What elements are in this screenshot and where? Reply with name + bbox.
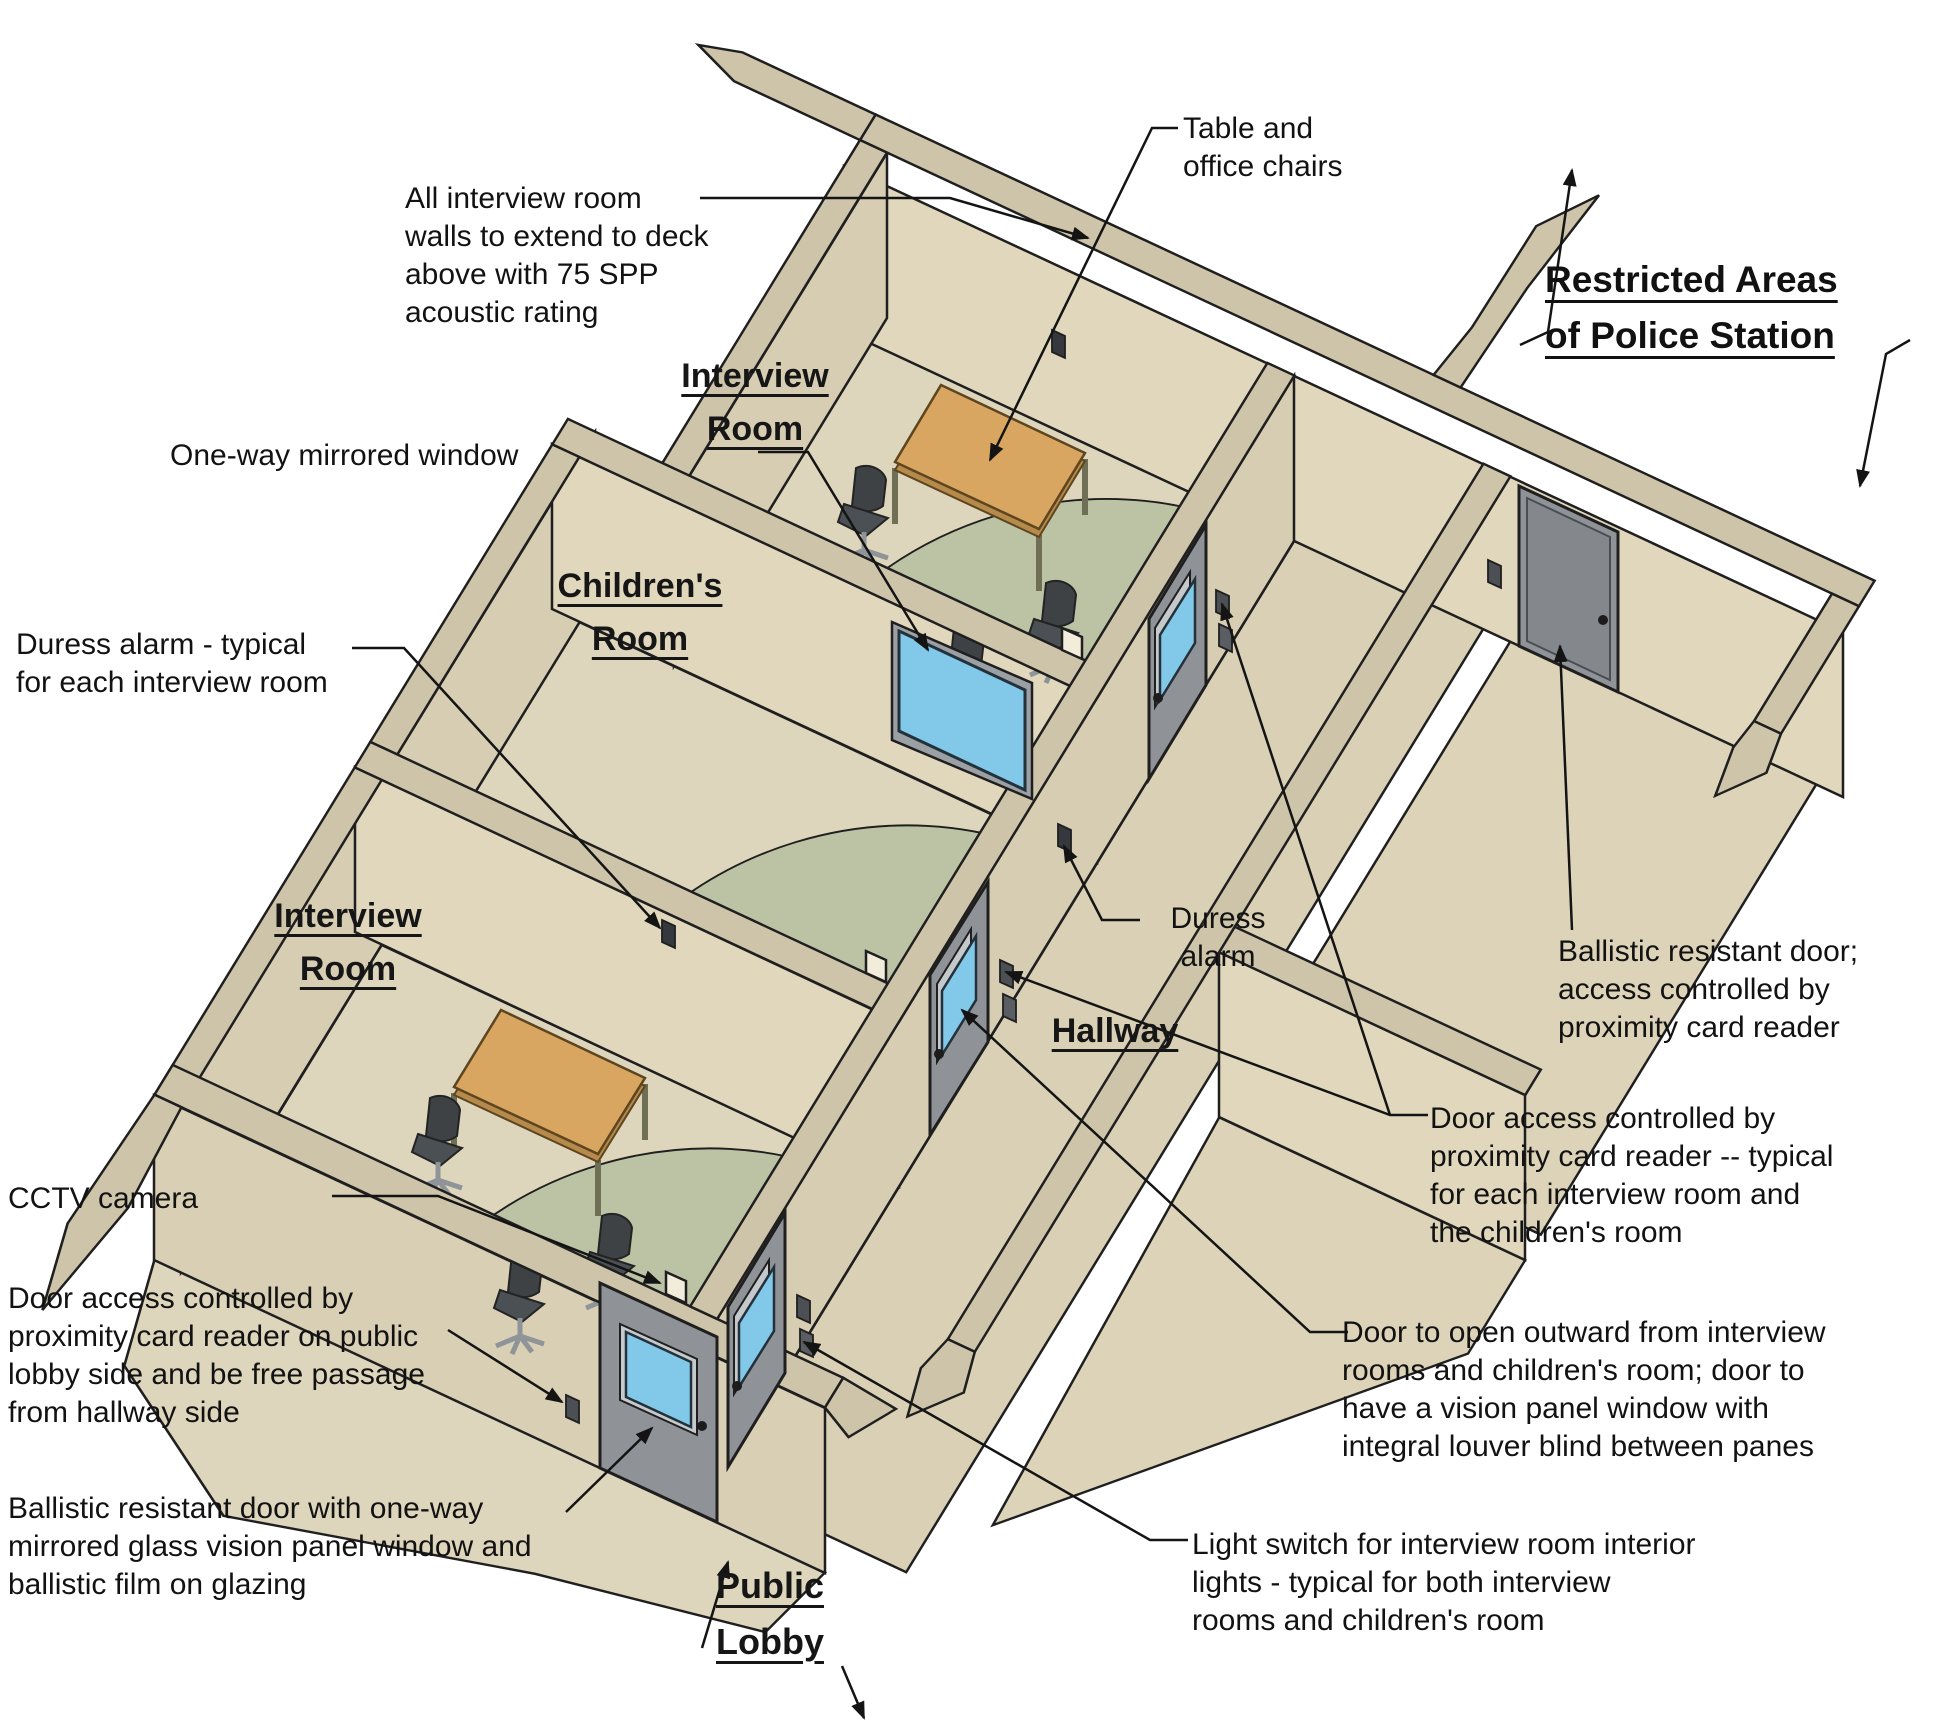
door-knob bbox=[732, 1381, 742, 1391]
light-switch-panel bbox=[1218, 622, 1233, 654]
restricted-areas-title: Restricted Areas of Police Station bbox=[1545, 252, 1925, 363]
broken-wall-hallway-end bbox=[905, 1337, 977, 1419]
room-label-childrens: Children's Room bbox=[525, 560, 755, 665]
door-ballistic-lobby bbox=[598, 1280, 719, 1525]
room-label-line: Interview bbox=[681, 357, 829, 395]
leader-cctv bbox=[332, 1194, 662, 1285]
annotation-duress-typical: Duress alarm - typical for each intervie… bbox=[16, 628, 328, 700]
one-way-mirrored-window bbox=[890, 620, 1034, 801]
card-reader-panel bbox=[1487, 558, 1502, 590]
leader-acoustic-walls bbox=[700, 196, 1090, 241]
room-label-line: Hallway bbox=[1051, 1012, 1179, 1050]
room-label-line: Room bbox=[706, 409, 804, 448]
leader-ballistic-right-door bbox=[1553, 644, 1574, 931]
leader-restricted-up-arrow bbox=[1519, 168, 1577, 347]
broken-wall-top-left bbox=[694, 43, 878, 142]
room-label-line: Interview bbox=[274, 897, 422, 935]
broken-wall-lobby-end bbox=[823, 1376, 899, 1439]
door-childrens-room bbox=[928, 876, 990, 1141]
annotation-duress-hallway: Duress alarm bbox=[1170, 902, 1266, 974]
cctv-camera-icon bbox=[1060, 626, 1084, 661]
annotation-door-outward: Door to open outward from interview room… bbox=[1342, 1316, 1826, 1464]
door-ballistic-restricted bbox=[1517, 483, 1620, 695]
annotation-cctv: CCTV camera bbox=[8, 1182, 199, 1215]
leader-table-chairs bbox=[988, 126, 1178, 462]
annotation-ballistic-right-door: Ballistic resistant door; access control… bbox=[1558, 935, 1859, 1045]
leader-lines-layer bbox=[332, 126, 1911, 1720]
broken-wall-far-right bbox=[1713, 719, 1783, 799]
doors-layer bbox=[598, 483, 1620, 1525]
door-knob bbox=[1153, 693, 1163, 703]
card-reader-panel bbox=[796, 1293, 811, 1325]
leader-lobby-door-access bbox=[447, 1328, 564, 1404]
restricted-areas-title-line1: Restricted Areas bbox=[1545, 259, 1838, 300]
door-interview-top bbox=[1147, 519, 1208, 785]
hallway-left-wall-band bbox=[688, 361, 1297, 1321]
leader-restricted-down-arrow bbox=[1856, 338, 1911, 488]
room-label-line: Lobby bbox=[716, 1620, 824, 1662]
leader-duress-hallway bbox=[1062, 844, 1140, 922]
leader-ballistic-lobby-door bbox=[565, 1426, 654, 1513]
room-label-line: Room bbox=[591, 619, 689, 658]
leader-prox-reader-interview bbox=[1220, 602, 1392, 1116]
annotation-one-way-window: One-way mirrored window bbox=[170, 439, 519, 472]
table-top bbox=[452, 1008, 647, 1156]
broken-wall-top-right bbox=[1431, 194, 1601, 390]
room-label-public-lobby: Public Lobby bbox=[690, 1558, 850, 1670]
window-glass bbox=[897, 628, 1027, 793]
restricted-partition-wall-band bbox=[1217, 925, 1543, 1097]
vision-panel-window bbox=[624, 1330, 693, 1429]
annotation-table-chairs: Table and office chairs bbox=[1183, 112, 1343, 184]
annotation-ballistic-lobby-door: Ballistic resistant door with one-way mi… bbox=[8, 1492, 532, 1602]
leader-duress-typical bbox=[352, 646, 662, 930]
door-inner-panel bbox=[1526, 496, 1611, 682]
annotation-acoustic-walls: All interview room walls to extend to de… bbox=[405, 182, 709, 330]
leader-public-lobby-down bbox=[840, 1665, 866, 1720]
duress-alarm-panel bbox=[661, 918, 676, 950]
leader-door-outward bbox=[960, 1008, 1348, 1334]
room-label-line: Children's bbox=[557, 567, 723, 605]
restricted-areas-title-line2: of Police Station bbox=[1545, 314, 1835, 356]
cctv-camera-icon bbox=[664, 1270, 688, 1305]
duress-alarm-panel bbox=[1051, 328, 1066, 360]
table-legs bbox=[892, 459, 1088, 591]
door-knob bbox=[697, 1421, 707, 1431]
door-interview-bottom bbox=[726, 1207, 787, 1473]
annotation-light-switch: Light switch for interview room interior… bbox=[1192, 1528, 1696, 1638]
card-reader-panel bbox=[565, 1393, 580, 1425]
room-label-line: Room bbox=[299, 949, 397, 988]
broken-wall-lobby-left bbox=[41, 1093, 184, 1311]
room-label-interview-top: Interview Room bbox=[655, 350, 855, 455]
leader-one-way-window bbox=[758, 450, 930, 652]
leader-public-lobby-up bbox=[700, 1560, 731, 1649]
room-label-interview-bottom: Interview Room bbox=[248, 890, 448, 995]
annotation-lobby-door-access: Door access controlled by proximity card… bbox=[8, 1282, 425, 1430]
room-label-hallway: Hallway bbox=[1025, 1005, 1205, 1058]
leader-light-switch bbox=[802, 1340, 1188, 1542]
room-label-line: Public bbox=[715, 1565, 825, 1606]
cctv-camera-icon bbox=[864, 949, 888, 984]
door-knob bbox=[934, 1049, 944, 1059]
light-switch-panel bbox=[1002, 992, 1017, 1024]
annotation-prox-reader-typical: Door access controlled by proximity card… bbox=[1430, 1102, 1834, 1250]
door-knob bbox=[1598, 615, 1608, 625]
